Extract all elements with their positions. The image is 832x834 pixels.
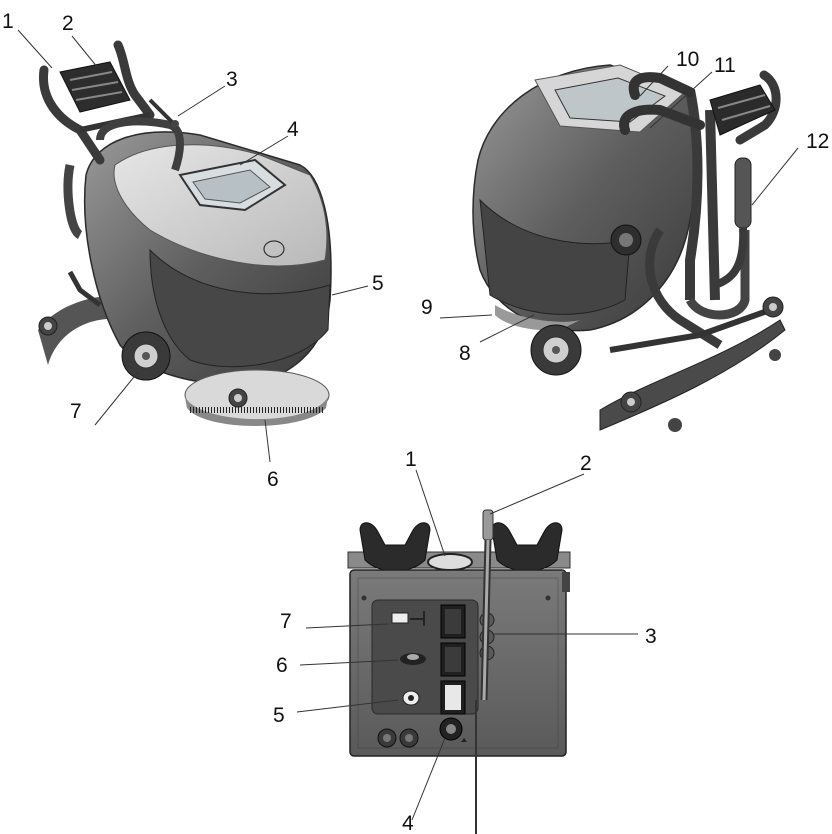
callout-panel-4: 4 bbox=[402, 812, 414, 834]
callout-panel-5: 5 bbox=[273, 704, 285, 727]
callout-panel-1: 1 bbox=[405, 448, 417, 471]
callout-left-6: 6 bbox=[267, 468, 279, 491]
callout-rear-10: 10 bbox=[676, 48, 699, 71]
callout-left-4: 4 bbox=[287, 118, 299, 141]
callouts-panel-view: 1 2 3 4 5 6 7 bbox=[273, 448, 657, 834]
callout-left-3: 3 bbox=[226, 68, 238, 91]
callout-panel-7: 7 bbox=[280, 610, 292, 633]
callout-left-1: 1 bbox=[2, 10, 14, 33]
callouts-rear-view: 8 9 10 11 12 bbox=[421, 48, 829, 365]
callout-rear-11: 11 bbox=[714, 54, 736, 77]
control-panel-view bbox=[347, 509, 571, 834]
callout-left-7: 7 bbox=[70, 400, 82, 423]
callout-panel-3: 3 bbox=[645, 625, 657, 648]
leader-lines bbox=[17, 29, 799, 821]
callout-panel-6: 6 bbox=[276, 654, 288, 677]
callout-left-2: 2 bbox=[62, 12, 74, 35]
callout-panel-2: 2 bbox=[580, 452, 592, 475]
callout-rear-8: 8 bbox=[459, 342, 471, 365]
scrubber-left-view bbox=[38, 40, 332, 426]
scrubber-rear-view bbox=[472, 64, 786, 432]
callout-left-5: 5 bbox=[372, 272, 384, 295]
callouts-left-view: 1 2 3 4 5 6 7 bbox=[2, 10, 384, 491]
callout-rear-9: 9 bbox=[421, 296, 433, 319]
callout-rear-12: 12 bbox=[806, 130, 829, 153]
